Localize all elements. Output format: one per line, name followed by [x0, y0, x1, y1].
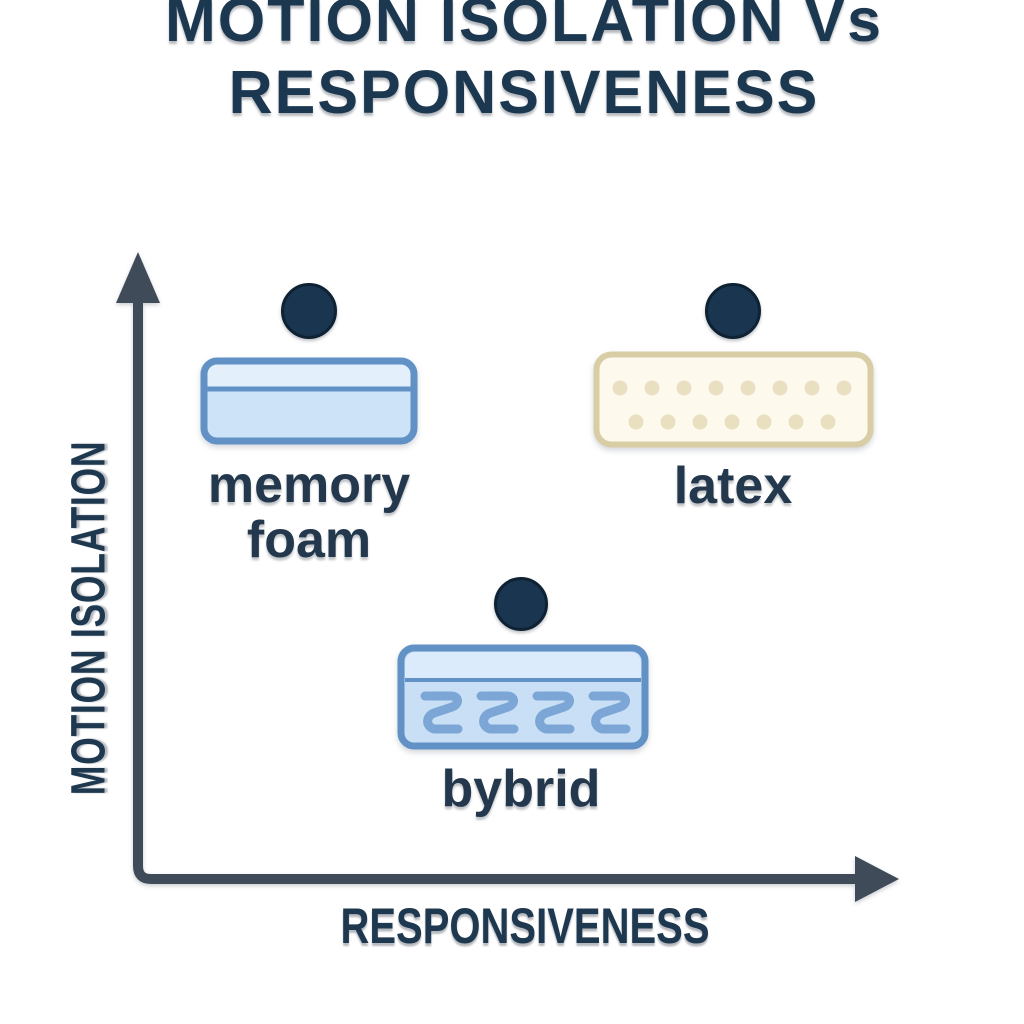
hybrid-label: bybrid: [441, 760, 601, 818]
y-axis-label: MOTION ISOLATION: [62, 440, 116, 796]
axis-lines: [133, 301, 857, 884]
x-axis-label: RESPONSIVENESS: [340, 898, 710, 954]
coil-springs: [420, 691, 631, 734]
memory-foam-label: memory foam: [207, 456, 411, 570]
hybrid-data-point-dot: [494, 577, 548, 631]
latex-mattress-icon: [593, 351, 874, 448]
x-axis-arrow-icon: [855, 856, 899, 902]
latex-perforation-dots: [612, 380, 852, 430]
chart-title-line-1: MOTION ISOLATION Vs: [164, 0, 884, 54]
latex-label: latex: [673, 457, 793, 515]
hybrid-coil-mattress-icon: [397, 644, 649, 750]
memory-foam-mattress-icon: [200, 357, 418, 445]
chart-title-line-2: RESPONSIVENESS: [228, 58, 820, 126]
y-axis-arrow-icon: [116, 252, 160, 303]
memory-foam-data-point-dot: [281, 283, 337, 339]
latex-data-point-dot: [705, 283, 761, 339]
